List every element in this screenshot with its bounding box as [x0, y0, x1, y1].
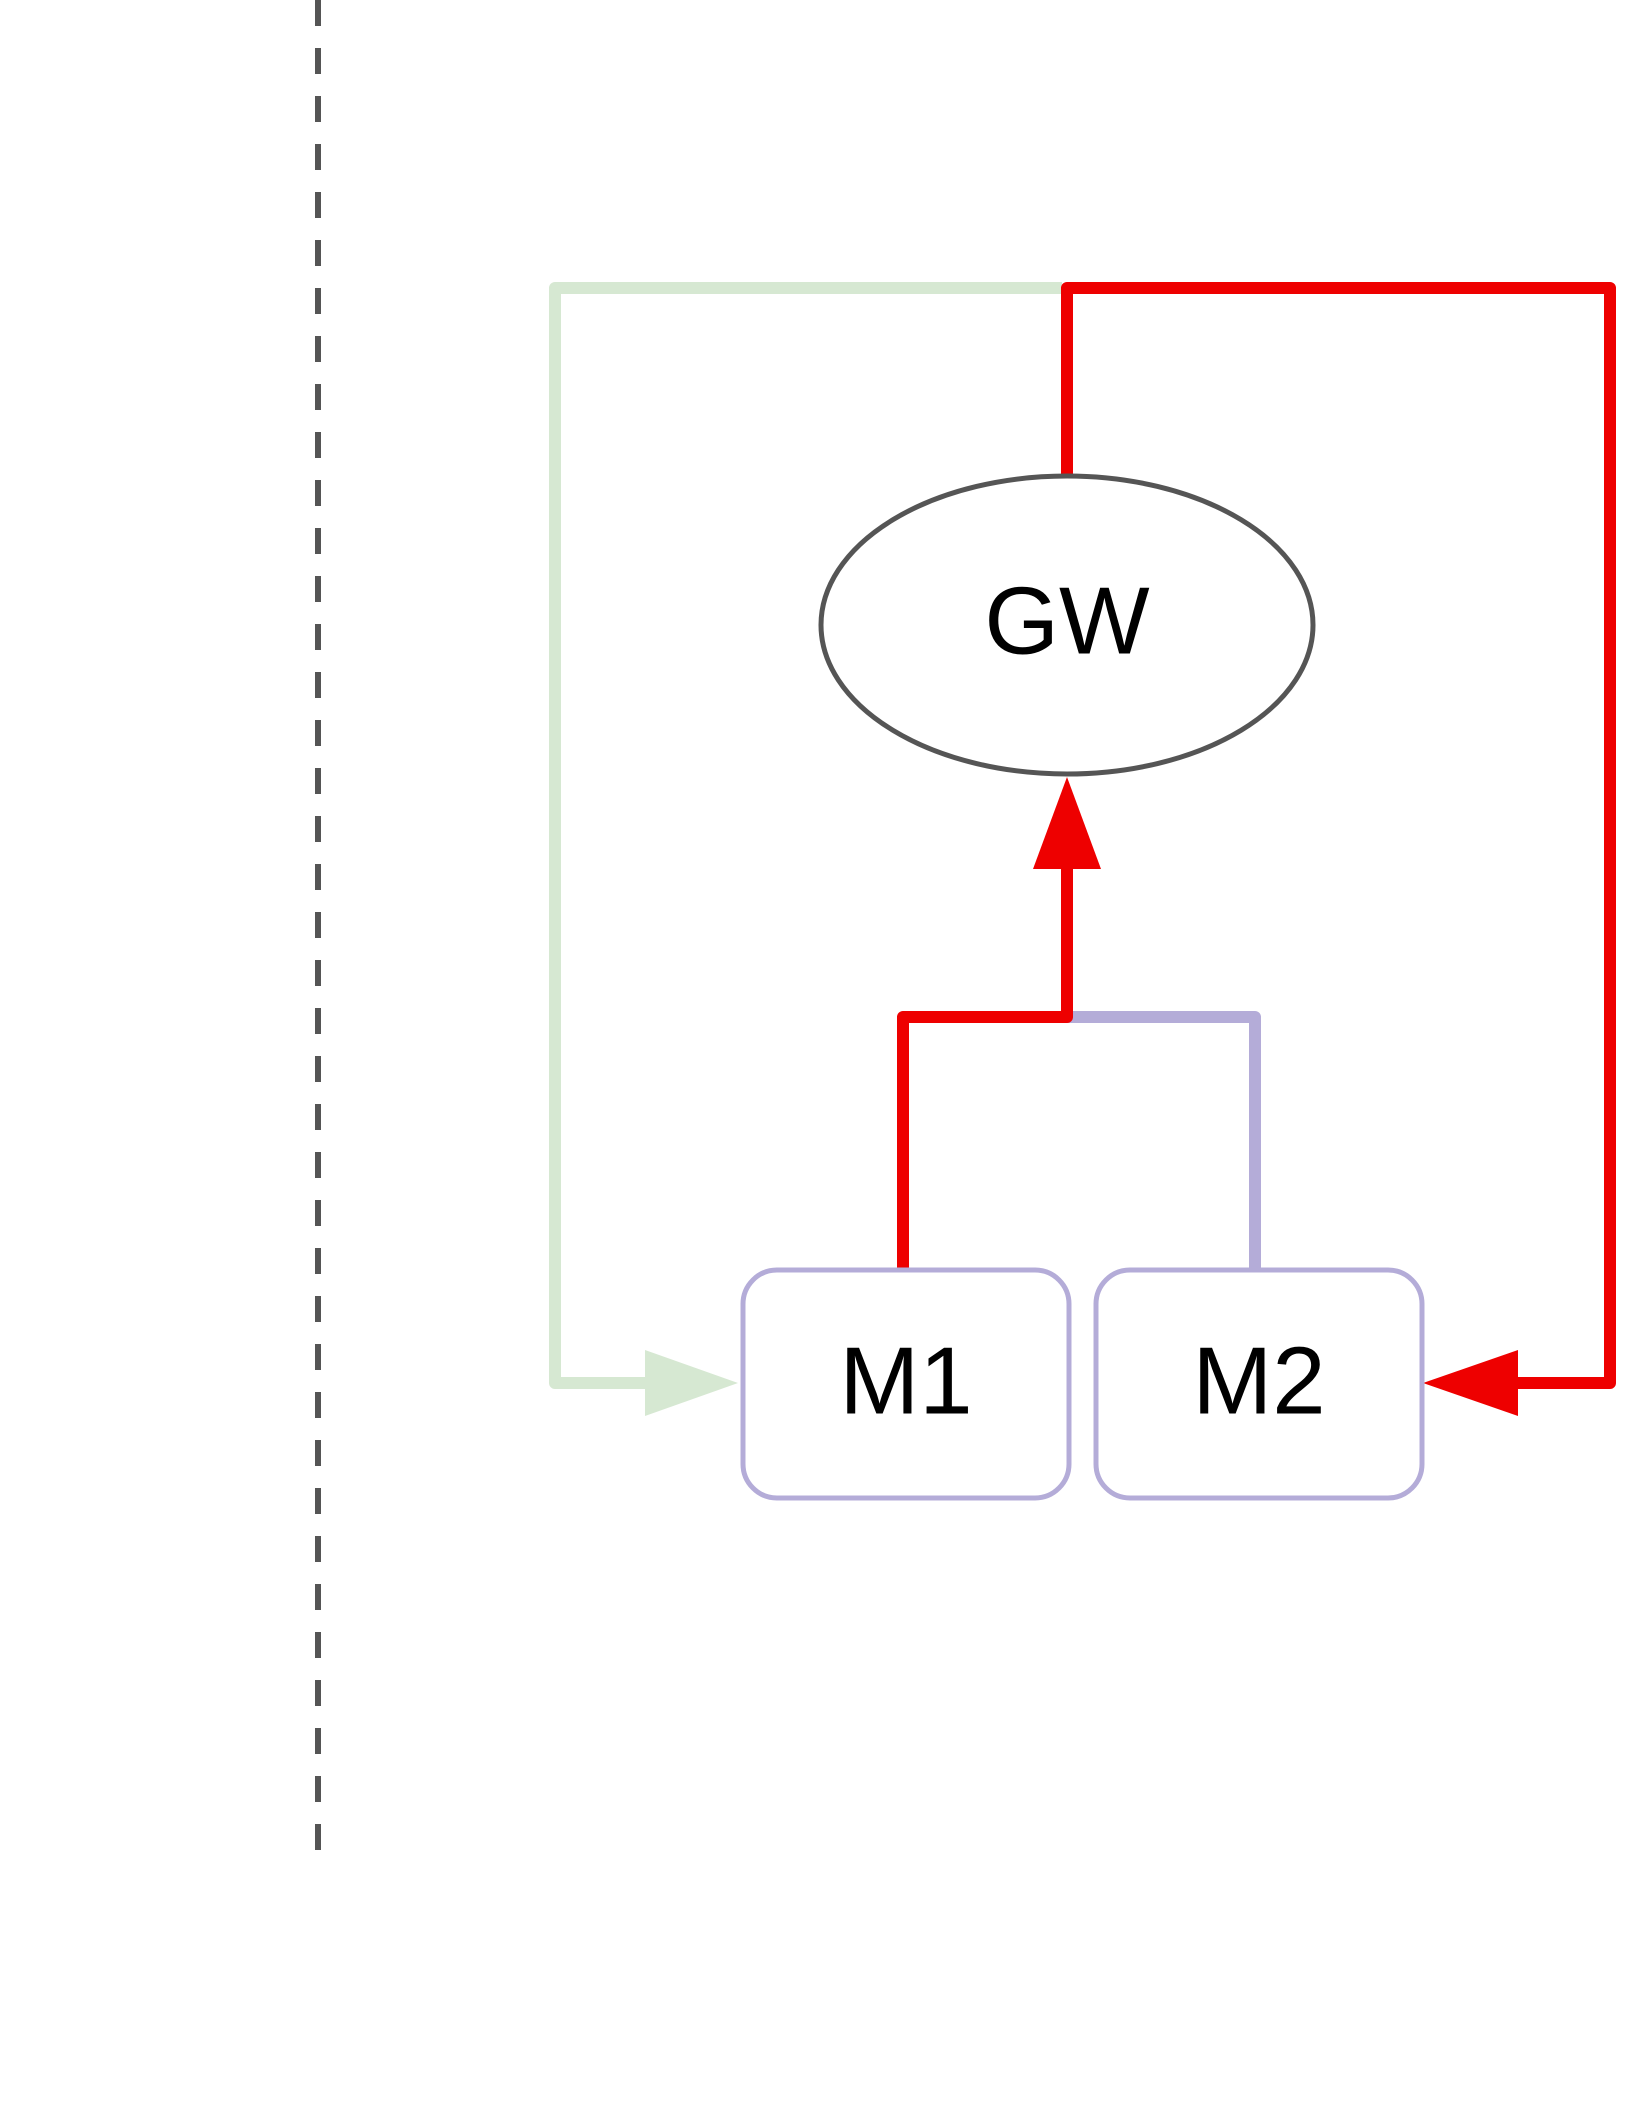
node-gw-shape [818, 473, 1316, 777]
edge-feedback-to-m1 [549, 282, 1062, 1389]
edge-m1-to-gw [897, 860, 1073, 1268]
node-m2-shape [1093, 1267, 1425, 1501]
node-m2-label: M2 [1192, 1327, 1325, 1434]
node-gw-label: GW [984, 567, 1150, 674]
node-m1-label: M1 [839, 1327, 972, 1434]
node-m1-shape [740, 1267, 1072, 1501]
edge-feedback-to-m1-arrowhead [645, 1350, 738, 1416]
node-m2: M2 [1093, 1267, 1425, 1501]
node-m1: M1 [740, 1267, 1072, 1501]
edge-m2-to-junction [1062, 1011, 1261, 1268]
edge-gw-to-m2 [1061, 282, 1616, 1389]
edge-gw-to-m2-arrowhead [1423, 1350, 1518, 1416]
node-gw: GW [818, 473, 1316, 777]
edge-m1-to-gw-arrowhead [1033, 777, 1101, 869]
